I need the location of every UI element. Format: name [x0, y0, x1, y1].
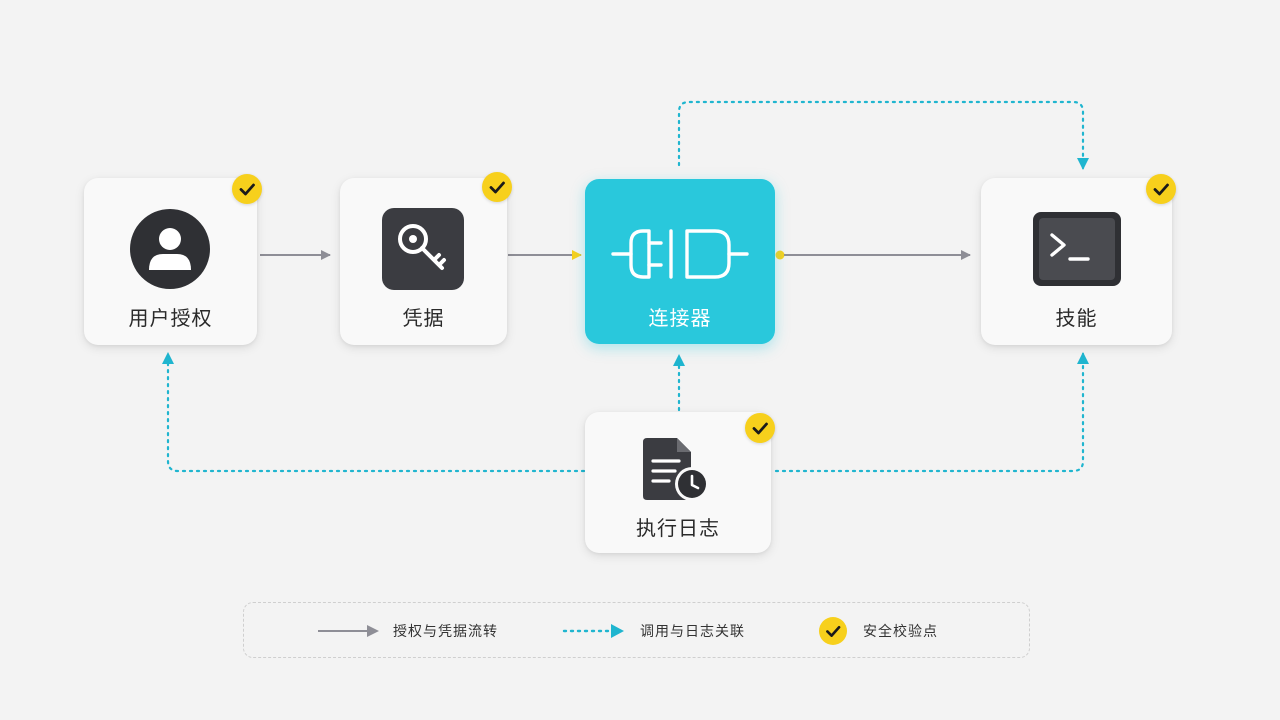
- node-exec-log[interactable]: 执行日志: [585, 412, 771, 553]
- legend-item-dotted: 调用与日志关联: [562, 603, 745, 659]
- checkmark-icon: [1153, 183, 1169, 196]
- node-credential-label: 凭据: [402, 306, 445, 330]
- document-clock-icon: [643, 438, 709, 501]
- node-connector[interactable]: 连接器: [585, 179, 775, 344]
- plug-connector-icon: [611, 229, 749, 279]
- edge-connector-start-dot: [775, 250, 785, 260]
- checkmark-icon: [826, 625, 841, 637]
- legend-item-solid: 授权与凭据流转: [317, 603, 498, 659]
- check-exec-log: [745, 413, 775, 443]
- node-exec-log-label: 执行日志: [636, 516, 720, 540]
- edge-log-to-user-dotted: [162, 352, 586, 473]
- node-credential[interactable]: 凭据: [340, 178, 507, 345]
- check-user-auth: [232, 174, 262, 204]
- legend: 授权与凭据流转 调用与日志关联 安全校验点: [243, 602, 1030, 658]
- check-credential: [482, 172, 512, 202]
- edge-connector-to-skill-dotted: [677, 100, 1089, 170]
- legend-item-check: 安全校验点: [819, 603, 938, 659]
- legend-check-badge: [819, 617, 847, 645]
- key-icon: [382, 208, 464, 290]
- node-skill-label: 技能: [1055, 306, 1098, 330]
- legend-dotted-label: 调用与日志关联: [640, 624, 745, 640]
- node-user-auth-label: 用户授权: [128, 306, 213, 330]
- node-skill[interactable]: 技能: [981, 178, 1172, 345]
- terminal-icon: [1033, 212, 1121, 286]
- solid-arrow-icon: [318, 625, 379, 637]
- edge-log-to-skill-dotted: [774, 352, 1089, 473]
- checkmark-icon: [752, 422, 768, 435]
- node-connector-label: 连接器: [648, 306, 712, 330]
- check-skill: [1146, 174, 1176, 204]
- dotted-arrow-icon: [562, 624, 624, 638]
- checkmark-icon: [489, 181, 505, 194]
- checkmark-icon: [239, 183, 255, 196]
- legend-solid-label: 授权与凭据流转: [393, 624, 498, 640]
- user-icon: [130, 209, 210, 289]
- node-user-auth[interactable]: 用户授权: [84, 178, 257, 345]
- legend-check-label: 安全校验点: [863, 624, 938, 640]
